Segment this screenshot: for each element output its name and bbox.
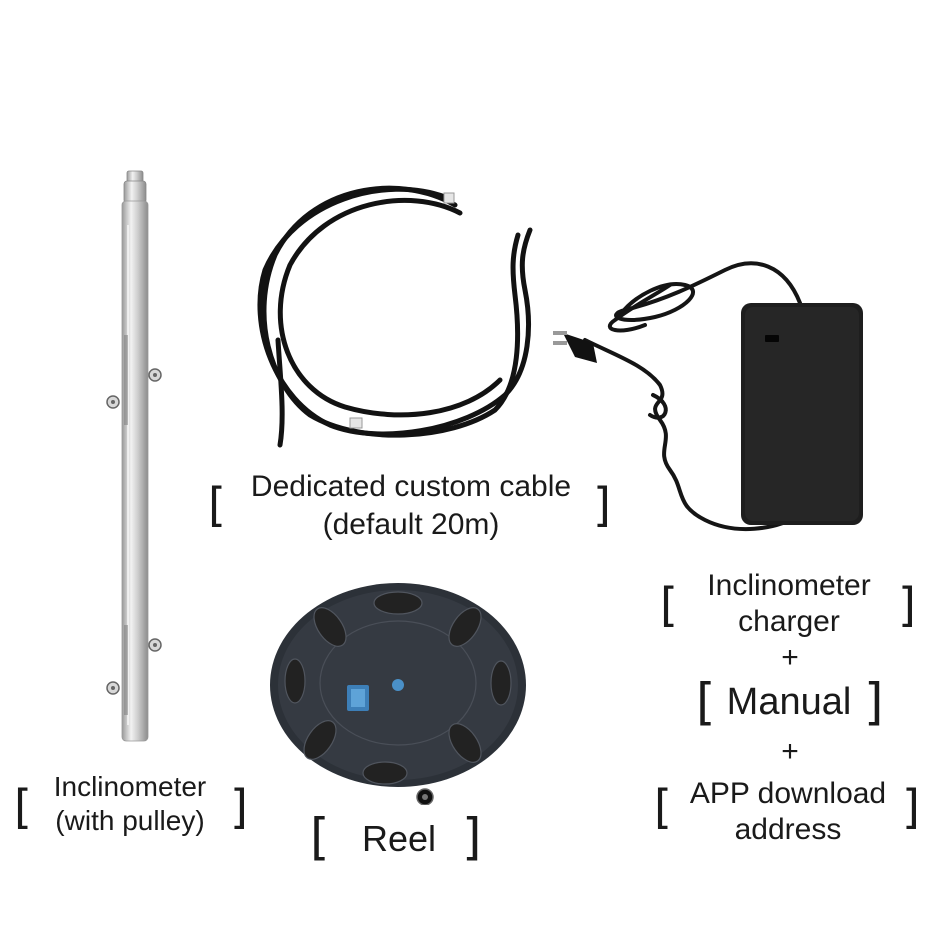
reel-bracket-open: [	[310, 808, 330, 866]
cable-label: Dedicated custom cable (default 20m)	[230, 468, 592, 544]
inclinometer-probe-icon	[106, 170, 162, 742]
charger-label: Inclinometer charger	[682, 568, 896, 640]
reel-bracket-close: ]	[462, 808, 482, 866]
reel-label: Reel	[361, 818, 437, 859]
cable-reel-icon	[270, 583, 526, 805]
manual-bracket-open: [	[696, 673, 716, 731]
charger-bracket-close: ]	[898, 578, 916, 632]
inclinometer-label-line1: Inclinometer	[53, 771, 207, 802]
inclinometer-bracket-close: ]	[230, 780, 248, 834]
app-bracket-open: [	[654, 780, 672, 834]
charger-label-line2: charger	[738, 605, 840, 638]
cable-bracket-open: [	[208, 478, 226, 532]
app-label-line2: address	[734, 813, 842, 846]
inclinometer-label-line2: (with pulley)	[55, 805, 205, 836]
coiled-cable-icon	[257, 185, 533, 448]
cable-label-line2: (default 20m)	[322, 508, 500, 541]
app-bracket-close: ]	[902, 780, 920, 834]
inclinometer-label: Inclinometer (with pulley)	[30, 770, 230, 838]
charger-adapter-icon	[553, 261, 863, 531]
inclinometer-bracket-open: [	[14, 780, 32, 834]
charger-bracket-open: [	[660, 578, 678, 632]
plus-sign-2: +	[781, 735, 799, 768]
plus-sign-1: +	[781, 641, 799, 674]
manual-bracket-close: ]	[864, 673, 884, 731]
cable-bracket-close: ]	[593, 478, 611, 532]
app-label: APP download address	[674, 776, 902, 848]
app-label-line1: APP download	[689, 777, 887, 810]
charger-label-line1: Inclinometer	[707, 569, 871, 602]
manual-label: Manual	[726, 681, 852, 723]
cable-label-line1: Dedicated custom cable	[250, 470, 572, 503]
